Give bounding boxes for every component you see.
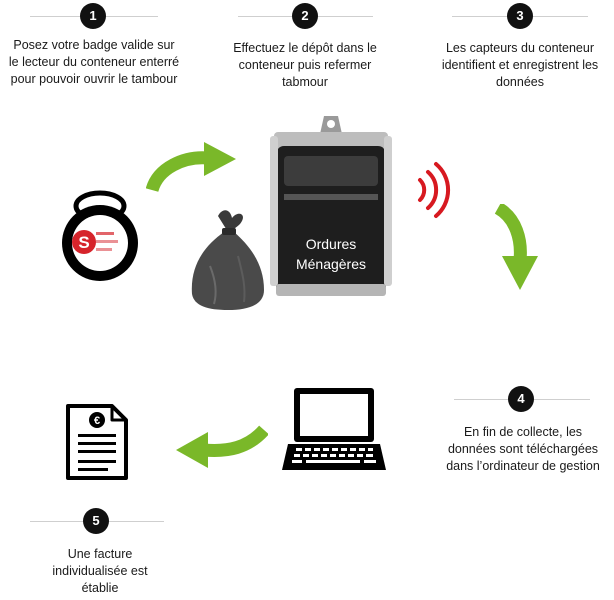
step-3-text: Les capteurs du conteneur identifient et… (441, 41, 599, 89)
step-1-text: Posez votre badge valide sur le lecteur … (8, 38, 180, 86)
step-2-text: Effectuez le dépôt dans le conteneur pui… (233, 41, 377, 89)
invoice-currency-symbol: € (94, 415, 100, 427)
signal-icon (418, 162, 451, 218)
step-5-number: 5 (83, 508, 109, 534)
step-3-number: 3 (507, 3, 533, 29)
bin-label-line1: Ordures (305, 236, 357, 252)
garbage-bag-icon (191, 210, 264, 310)
laptop-icon (282, 388, 386, 470)
arrow-icon-step4-to-5 (176, 425, 268, 468)
step-1-number: 1 (80, 3, 106, 29)
step-4-number: 4 (508, 386, 534, 412)
arrow-icon-step1-to-2 (146, 142, 236, 193)
step-2-number: 2 (292, 3, 318, 29)
badge-logo-letter: S (78, 233, 89, 252)
invoice-icon: € (66, 404, 128, 480)
bin-label: Ordures Ménagères (286, 234, 376, 274)
arrow-icon-step3-to-4 (494, 204, 538, 290)
bin-label-line2: Ménagères (295, 256, 367, 272)
step-4-text: En fin de collecte, les données sont tél… (446, 425, 600, 473)
waste-bin-icon (270, 116, 392, 296)
step-5-text: Une facture individualisée est établie (52, 547, 148, 595)
badge-icon: S (62, 190, 138, 281)
